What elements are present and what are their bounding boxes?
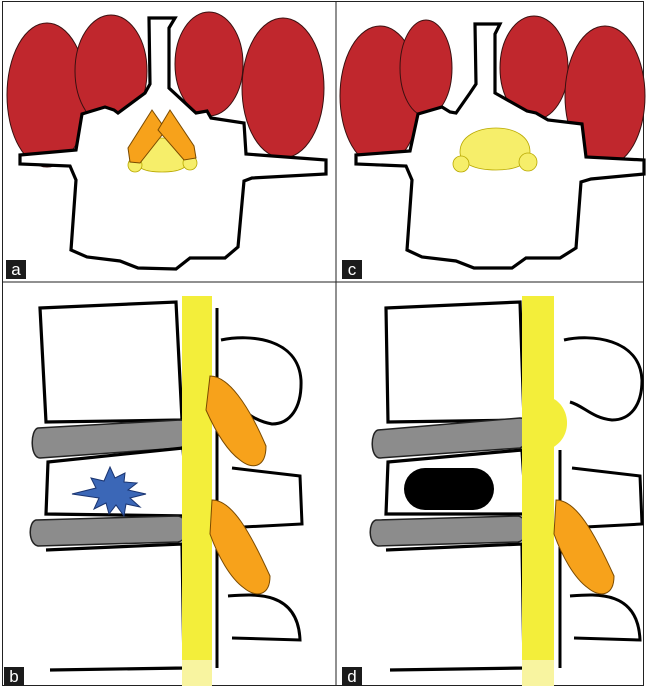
paraspinal-muscle-right-inner: [175, 12, 243, 116]
ligamentum-flavum-d: [554, 500, 614, 594]
paraspinal-muscle-left-outer: [7, 23, 87, 167]
panel-a-axial-view: [7, 12, 326, 269]
panel-label-b: b: [4, 667, 24, 686]
panel-label-d: d: [342, 667, 362, 686]
spinal-canal-band-b: [182, 296, 212, 666]
spinous-process-lower-d: [570, 595, 640, 640]
nerve-root-right-c: [519, 153, 537, 171]
panel-d-sagittal-view: [370, 296, 642, 686]
spinous-process-upper-d: [564, 338, 642, 420]
spinal-canal-fade-b: [182, 660, 212, 686]
spinal-canal-band-d: [522, 296, 554, 666]
panel-label-a: a: [6, 260, 26, 279]
disc-lower-d: [370, 516, 527, 546]
vertebral-body-upper-b: [40, 302, 182, 422]
paraspinal-muscle-right-outer: [242, 18, 324, 158]
nerve-root-left-c: [453, 156, 469, 172]
spinous-process-lower-b: [228, 595, 300, 640]
vertebral-body-lower-d: [386, 544, 524, 670]
panel-c-axial-view: [340, 16, 645, 268]
panel-b-sagittal-view: [30, 296, 302, 686]
vertebral-body-upper-d: [386, 302, 524, 422]
dural-bulge-d: [552, 398, 567, 448]
black-oval-lesion-icon: [404, 468, 494, 510]
spinal-canal-fade-d: [522, 660, 554, 686]
disc-lower-b: [30, 516, 187, 546]
panel-label-c: c: [342, 260, 362, 279]
vertebral-body-lower-b: [46, 544, 184, 670]
paraspinal-muscle-left-inner-c: [400, 20, 452, 116]
